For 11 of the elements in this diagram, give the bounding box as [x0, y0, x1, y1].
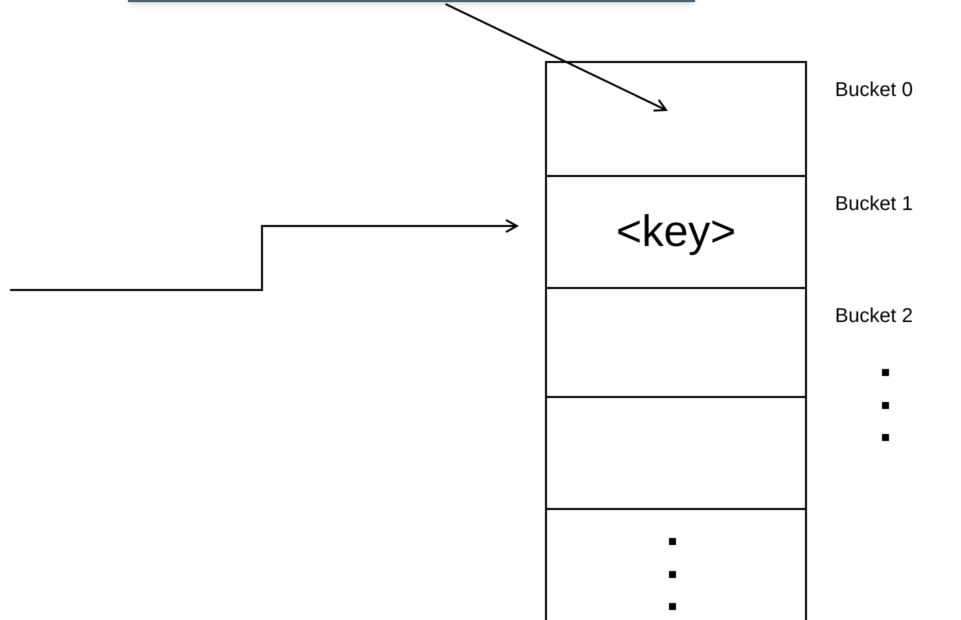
bucket-cell — [545, 396, 807, 510]
bucket-cell — [545, 287, 807, 398]
bucket-cell — [545, 508, 807, 620]
bucket-cell — [545, 175, 807, 289]
bucket-label: Bucket 1 — [835, 192, 913, 217]
arrow — [10, 219, 518, 291]
arrow — [445, 3, 667, 112]
bucket-cell — [545, 61, 807, 177]
key-text: <key> — [616, 210, 736, 254]
bucket-label: Bucket 2 — [835, 304, 913, 329]
bucket-label: Bucket 0 — [835, 78, 913, 103]
